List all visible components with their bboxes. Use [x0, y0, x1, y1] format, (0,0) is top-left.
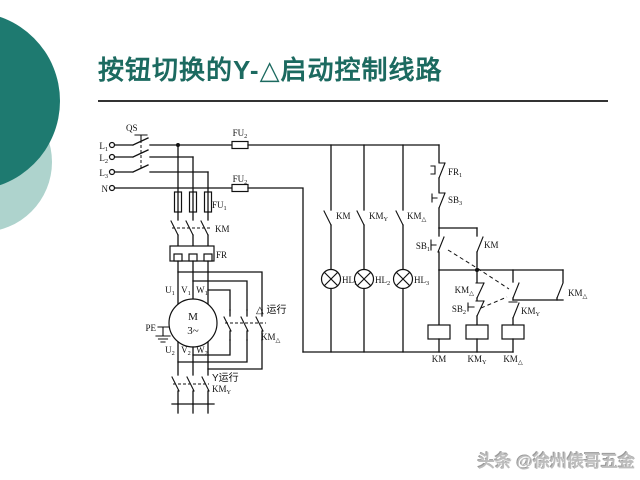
label-qs: QS — [126, 123, 138, 133]
label-hl2: HL2 — [375, 275, 390, 287]
km-main-contacts: KM — [170, 211, 230, 247]
fr1-contact: FR1 — [430, 144, 462, 193]
kmy-coil-branch: KM△ SB2 KMY — [452, 269, 489, 366]
label-pe: PE — [145, 323, 156, 333]
motor-terminal-labels-top: U1 V1 W1 — [165, 285, 208, 297]
km-y-contacts: Y运行 KMY — [171, 371, 239, 414]
label-kmy-nc: KMY — [521, 306, 541, 318]
sb3-stop-button: SB3 — [431, 192, 462, 229]
label-y-run: Y运行 — [212, 371, 239, 384]
fuse-fu2-top: FU2 — [231, 128, 440, 150]
label-sb2: SB2 — [452, 304, 466, 316]
label-fu2-top: FU2 — [233, 128, 248, 140]
label-fu1: FU1 — [212, 200, 227, 212]
label-lamp-kmdelta: KM△ — [407, 211, 427, 223]
label-u1: U1 — [165, 285, 175, 297]
qs-switch: QS — [113, 123, 233, 189]
label-fu2-bottom: FU2 — [233, 174, 248, 186]
label-sb1: SB1 — [416, 241, 430, 253]
label-coil-kmdelta: KM△ — [503, 354, 523, 366]
fuse-fu2-bottom: FU2 — [231, 174, 304, 353]
pe-ground: PE — [145, 323, 171, 343]
label-hl3: HL3 — [414, 275, 429, 287]
label-fr: FR — [216, 250, 227, 260]
km-coil-branch: KM — [427, 269, 451, 364]
sb1-start-button: SB1 — [416, 227, 445, 271]
supply-terminals: L1 L2 L3 N — [99, 141, 116, 194]
delta-wiring-top — [177, 271, 263, 311]
label-coil-km: KM — [432, 354, 447, 364]
fuse-fu1: FU1 — [173, 191, 227, 213]
label-coil-kmy: KMY — [467, 354, 487, 366]
kmdelta-coil-branch: KM△ KMY KM△ — [501, 269, 588, 366]
label-n: N — [102, 184, 109, 194]
mechanical-links — [447, 249, 510, 309]
label-hl1: HL1 — [342, 275, 357, 287]
label-w1: W1 — [196, 285, 208, 297]
label-km-delta-nc: KM△ — [455, 285, 475, 297]
delta-wiring-bottom — [177, 339, 263, 370]
km-selfhold-contact: KM — [476, 227, 499, 271]
motor-terminal-labels-bottom: U2 V2 W2 — [165, 345, 208, 357]
motor: M 3~ — [168, 298, 218, 348]
label-lamp-kmy: KMY — [369, 211, 389, 223]
label-l2: L2 — [99, 153, 108, 165]
label-km-y-main: KMY — [212, 384, 232, 396]
label-motor-3ph: 3~ — [187, 325, 199, 337]
fr-overload: FR — [169, 245, 227, 262]
label-fr1: FR1 — [448, 167, 462, 179]
lamp-branches: KM KMY KM△ — [323, 144, 427, 271]
label-km-aux: KM — [484, 240, 499, 250]
slide-title: 按钮切换的Y-△启动控制线路 — [98, 55, 443, 85]
label-v2: V2 — [181, 345, 191, 357]
label-motor-m: M — [188, 311, 198, 323]
indicator-lamps: HL1 HL2 HL3 — [320, 268, 429, 353]
label-v1: V1 — [181, 285, 191, 297]
label-km-delta-main: KM△ — [261, 332, 281, 344]
label-l3: L3 — [99, 168, 108, 180]
label-u2: U2 — [165, 345, 175, 357]
km-delta-contacts: △ 运行 KM△ — [223, 303, 286, 344]
label-delta-run: △ 运行 — [256, 303, 286, 316]
label-km-main: KM — [215, 224, 230, 234]
label-sb3: SB3 — [448, 195, 462, 207]
label-w2: W2 — [196, 345, 208, 357]
watermark: 头条 @徐州俵哥五金 — [477, 452, 635, 471]
label-lamp-km: KM — [336, 211, 351, 221]
title-underline — [98, 100, 608, 102]
label-l1: L1 — [99, 141, 108, 153]
label-km-delta-hold: KM△ — [568, 288, 588, 300]
